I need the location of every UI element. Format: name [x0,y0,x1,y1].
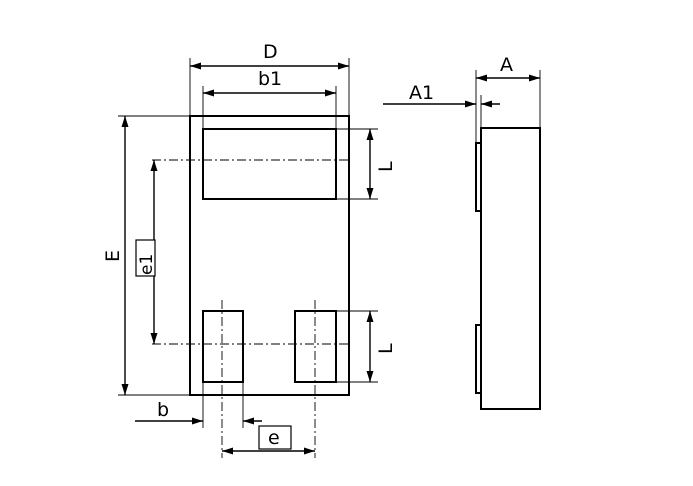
label-L-bottom: L [375,343,397,354]
arrow-e1-bottom [150,333,158,344]
label-D: D [263,41,278,63]
pad-small-right [294,310,337,383]
arrow-e-right [304,447,315,455]
label-e-box [258,425,292,450]
label-E: E [102,250,124,262]
arrow-A-right [529,74,540,82]
pad-large [202,128,337,200]
arrow-b-left [192,417,203,425]
label-A1: A1 [409,82,434,104]
package-body-side-view [480,127,541,410]
lead-side-lower [475,324,482,394]
pad-small-left [202,310,244,383]
package-body-top-view [189,115,350,396]
arrow-b1-left [203,89,214,97]
arrow-b-right [243,417,254,425]
lead-side-upper [475,142,482,212]
arrow-L-top-lower [366,188,374,199]
arrow-e1-top [150,160,158,171]
label-A: A [500,54,513,76]
arrow-D-left [190,62,201,70]
label-b: b [157,399,169,421]
label-L-top: L [375,161,397,172]
arrow-E-bottom [121,384,129,395]
label-e1: e1 [137,254,157,275]
arrow-E-top [121,116,129,127]
label-e: e [268,427,280,449]
arrow-A1-left [465,100,476,108]
label-e1-box [135,239,156,277]
arrow-L-bottom-lower [366,371,374,382]
arrow-b1-right [325,89,336,97]
arrow-D-right [338,62,349,70]
arrow-A-left [476,74,487,82]
arrow-e-left [222,447,233,455]
arrow-A1-right [481,100,492,108]
arrow-L-top-upper [366,129,374,140]
arrow-L-bottom-upper [366,311,374,322]
label-b1: b1 [258,68,282,90]
